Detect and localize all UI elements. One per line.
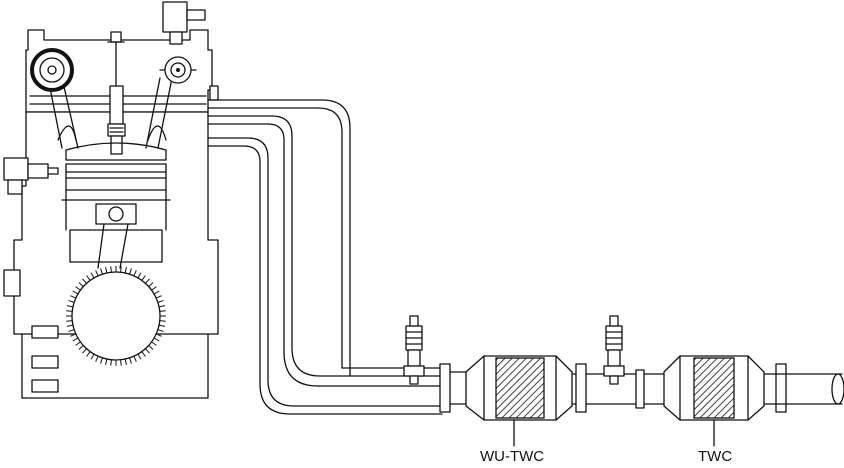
downstream-o2-sensor xyxy=(603,315,625,385)
gear-tooth xyxy=(157,329,164,332)
gear-tooth xyxy=(155,333,162,337)
cylinder-head xyxy=(25,29,213,113)
knock-sensor xyxy=(3,157,59,195)
gear-tooth xyxy=(68,329,75,332)
gear-tooth xyxy=(78,282,84,287)
gear-tooth xyxy=(159,320,166,322)
gear-tooth xyxy=(120,266,122,273)
gear-tooth xyxy=(124,358,127,366)
gear-tooth xyxy=(90,353,95,360)
gear-tooth xyxy=(148,345,154,350)
gear-tooth xyxy=(75,286,81,291)
gear-tooth xyxy=(90,272,95,279)
gear-tooth xyxy=(137,353,142,360)
gear-tooth xyxy=(137,272,142,279)
upstream-o2-sensor xyxy=(403,315,425,385)
gear-tooth xyxy=(141,275,146,281)
gear-tooth xyxy=(159,310,166,312)
exhaust-port xyxy=(145,77,173,149)
side-port xyxy=(3,269,21,297)
gear-tooth xyxy=(129,268,132,275)
oil-level-marker-1 xyxy=(31,325,59,339)
gear-tooth xyxy=(158,305,166,308)
gear-tooth xyxy=(66,324,74,327)
gear-tooth xyxy=(157,300,164,303)
gear-tooth xyxy=(133,270,137,277)
engine xyxy=(3,1,219,399)
tail-pipe xyxy=(763,373,843,405)
engine-block xyxy=(13,111,219,399)
gear-tooth xyxy=(145,278,150,284)
twc-converter xyxy=(663,355,765,421)
gear-tooth xyxy=(141,351,146,357)
gear-tooth xyxy=(145,348,150,354)
gear-tooth xyxy=(72,290,79,295)
gear-tooth xyxy=(110,359,112,366)
gear-tooth xyxy=(151,286,157,291)
gear-tooth xyxy=(95,270,99,277)
twc-label: TWC xyxy=(698,448,733,465)
gear-tooth xyxy=(86,275,91,281)
wu-twc-converter xyxy=(465,355,573,421)
gear-tooth xyxy=(82,278,87,284)
connecting-rod xyxy=(97,223,129,269)
flange xyxy=(439,363,451,413)
oil-level-marker-3 xyxy=(31,379,59,393)
gear-tooth xyxy=(86,351,91,357)
gear-tooth xyxy=(133,355,137,362)
head-sensor xyxy=(209,85,219,101)
gear-tooth xyxy=(75,341,81,346)
oil-level-marker-2 xyxy=(31,355,59,369)
gear-tooth xyxy=(153,290,160,295)
gear-tooth xyxy=(66,320,73,322)
gear-tooth xyxy=(155,295,162,299)
gear-tooth xyxy=(105,358,108,366)
gear-tooth xyxy=(129,357,132,364)
gear-tooth xyxy=(100,268,103,275)
gear-tooth xyxy=(148,282,154,287)
gear-tooth xyxy=(68,300,75,303)
gear-tooth xyxy=(66,305,74,308)
gear-tooth xyxy=(72,337,79,342)
wu-twc-label: WU-TWC xyxy=(480,448,545,465)
exhaust-pipe xyxy=(207,99,443,415)
cam-sensor xyxy=(162,1,206,45)
gear-tooth xyxy=(124,266,127,274)
gear-tooth xyxy=(70,295,77,299)
gear-tooth xyxy=(95,355,99,362)
gear-tooth xyxy=(153,337,160,342)
gear-tooth xyxy=(151,341,157,346)
gear-tooth xyxy=(82,348,87,354)
spark-plug xyxy=(107,31,126,155)
gear-tooth xyxy=(110,266,112,273)
gear-tooth xyxy=(158,324,166,327)
flange xyxy=(575,363,587,413)
gear-tooth xyxy=(70,333,77,337)
gear-tooth xyxy=(120,359,122,366)
crankshaft-gear xyxy=(66,266,166,366)
gear-tooth xyxy=(66,310,73,312)
gear-tooth xyxy=(78,345,84,350)
exhaust-camshaft xyxy=(159,56,197,84)
gear-tooth xyxy=(100,357,103,364)
intake-camshaft xyxy=(30,48,74,92)
piston xyxy=(65,163,167,191)
gear-tooth xyxy=(105,266,108,274)
flange xyxy=(775,363,787,413)
